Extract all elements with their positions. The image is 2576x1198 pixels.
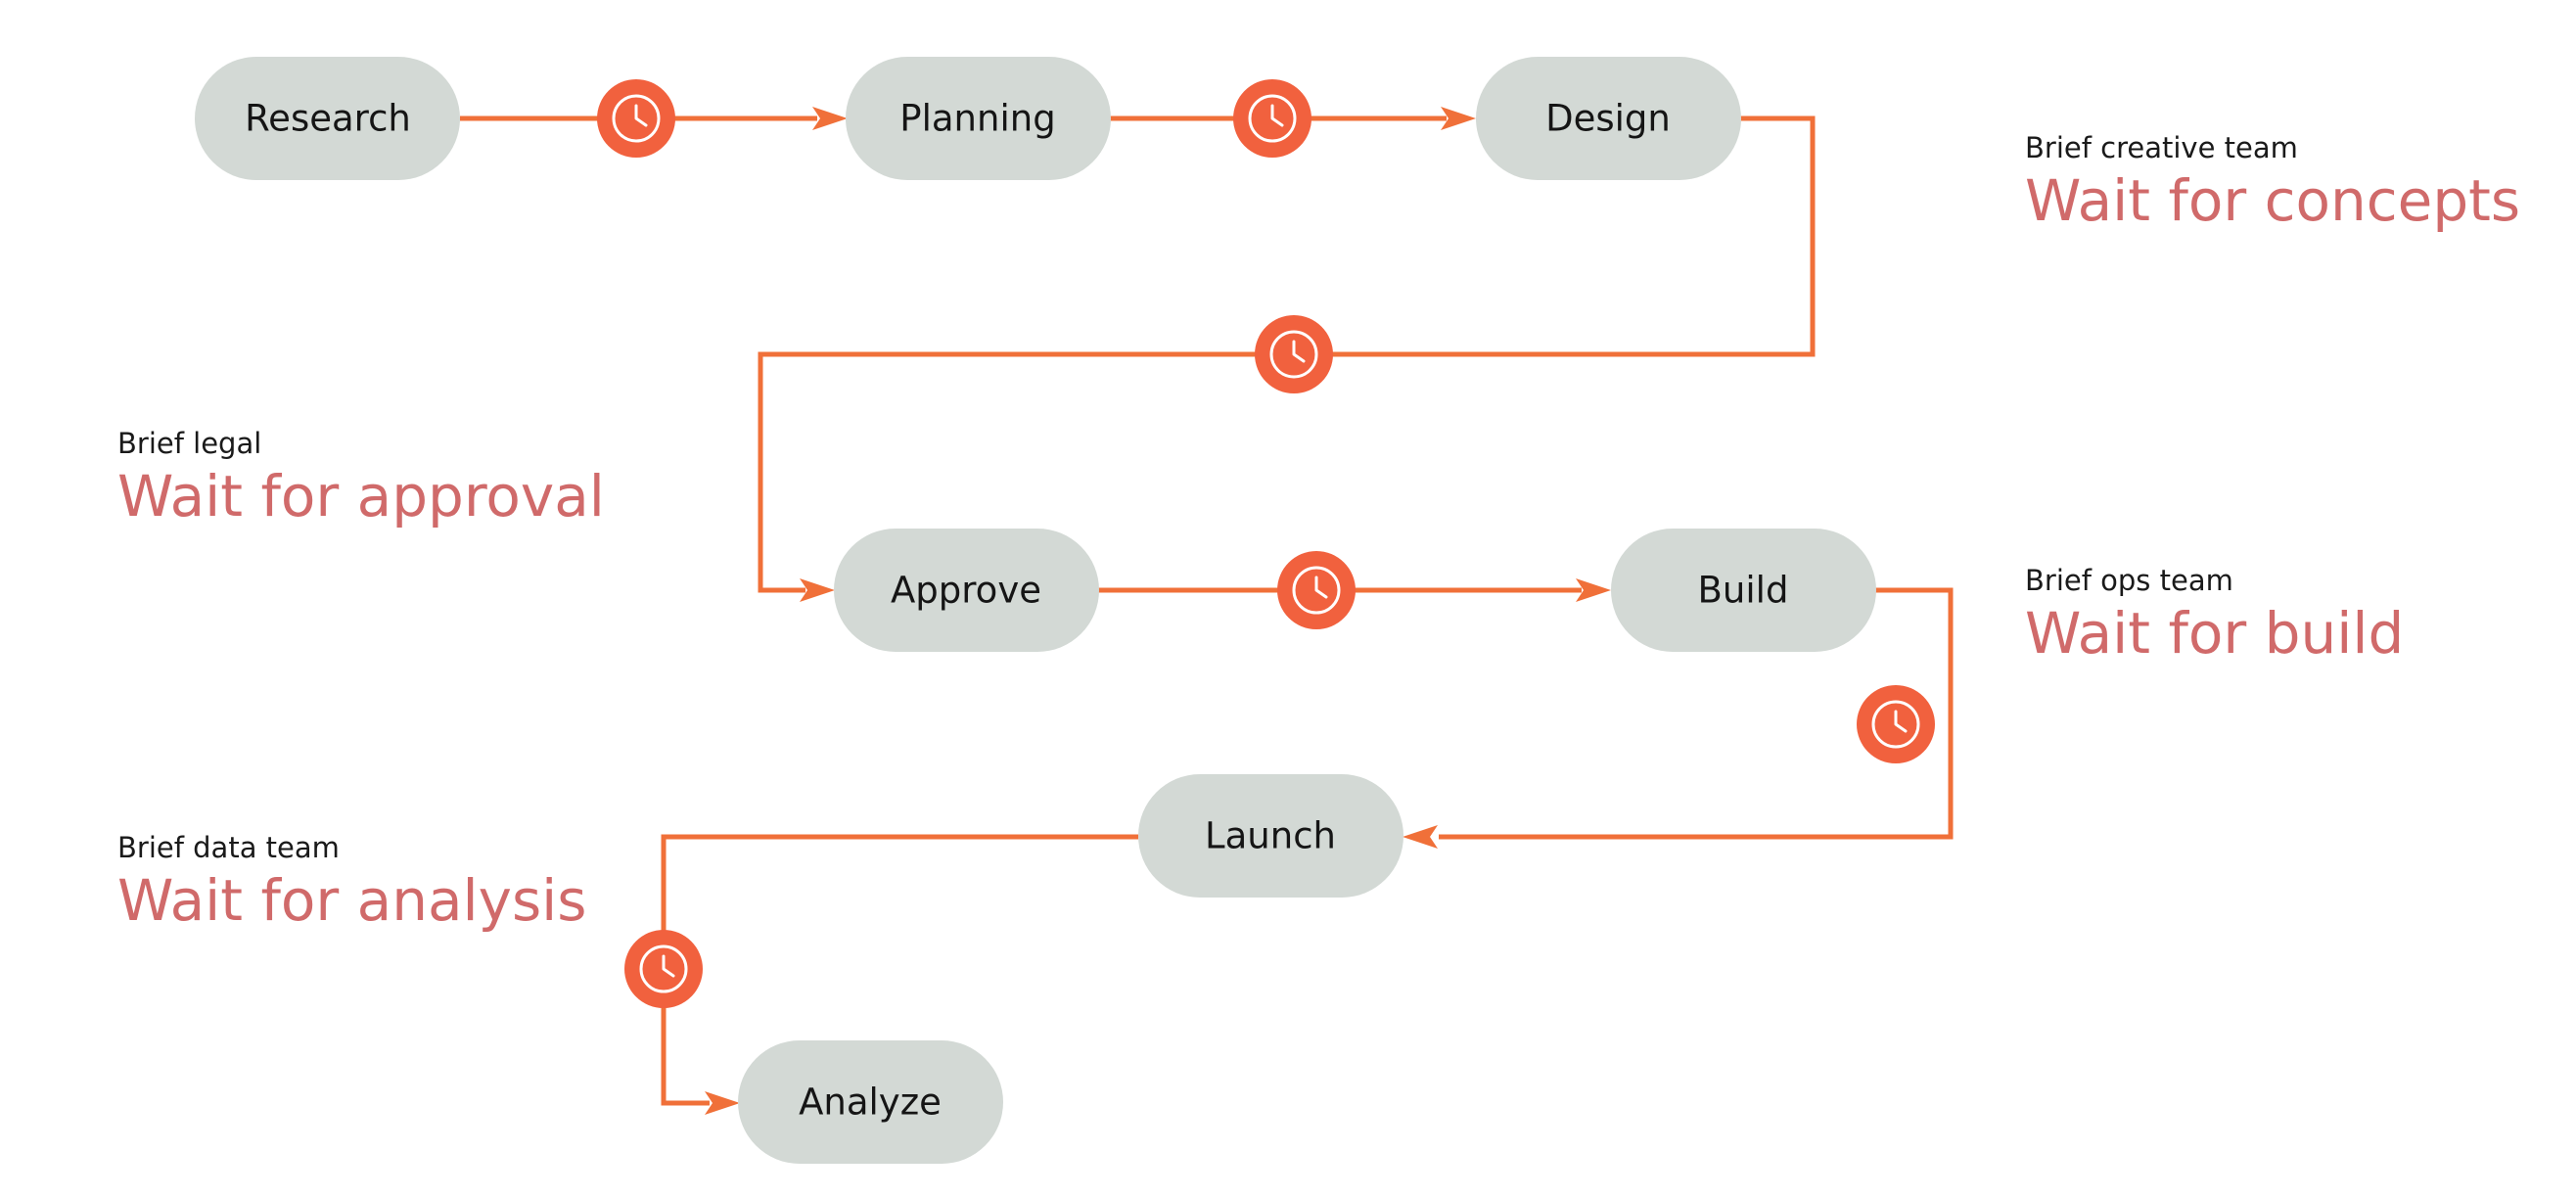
arrowhead-design (1441, 107, 1476, 130)
node-label: Launch (1205, 815, 1336, 857)
clock-icon (1857, 685, 1935, 763)
note-brief-label: Brief legal (117, 427, 262, 460)
clock-icon (1255, 315, 1333, 393)
node-label: Approve (891, 570, 1041, 612)
arrowhead-launch (1403, 825, 1438, 849)
node-approve: Approve (834, 529, 1099, 652)
note-ops-team: Brief ops team Wait for build (2025, 564, 2404, 668)
node-launch: Launch (1138, 774, 1403, 898)
note-legal: Brief legal Wait for approval (117, 427, 605, 530)
note-wait-label: Wait for build (2025, 600, 2405, 667)
clock-icon (624, 930, 703, 1008)
note-wait-label: Wait for analysis (117, 867, 587, 934)
note-data-team: Brief data team Wait for analysis (117, 831, 587, 935)
clock-icon (597, 79, 675, 158)
arrowhead-planning (812, 107, 848, 130)
note-wait-label: Wait for approval (117, 463, 605, 530)
node-research: Research (195, 57, 460, 180)
clock-icon (1233, 79, 1311, 158)
node-label: Research (245, 98, 411, 140)
node-design: Design (1476, 57, 1741, 180)
arrowhead-approve (800, 578, 835, 602)
note-brief-label: Brief data team (117, 831, 340, 864)
note-brief-label: Brief ops team (2025, 564, 2233, 597)
node-analyze: Analyze (738, 1040, 1003, 1164)
node-build: Build (1611, 529, 1876, 652)
clock-icon (1277, 551, 1356, 629)
note-brief-label: Brief creative team (2025, 131, 2298, 164)
node-label: Build (1698, 570, 1789, 612)
note-creative-team: Brief creative team Wait for concepts (2025, 131, 2520, 235)
node-label: Planning (899, 98, 1055, 140)
note-wait-label: Wait for concepts (2025, 167, 2521, 234)
connector-build-launch (1439, 587, 1954, 840)
wait-markers (597, 79, 1935, 1008)
arrowhead-build (1576, 578, 1611, 602)
node-planning: Planning (846, 57, 1111, 180)
arrowhead-analyze (705, 1091, 740, 1115)
node-label: Analyze (799, 1082, 942, 1124)
node-label: Design (1545, 98, 1671, 140)
